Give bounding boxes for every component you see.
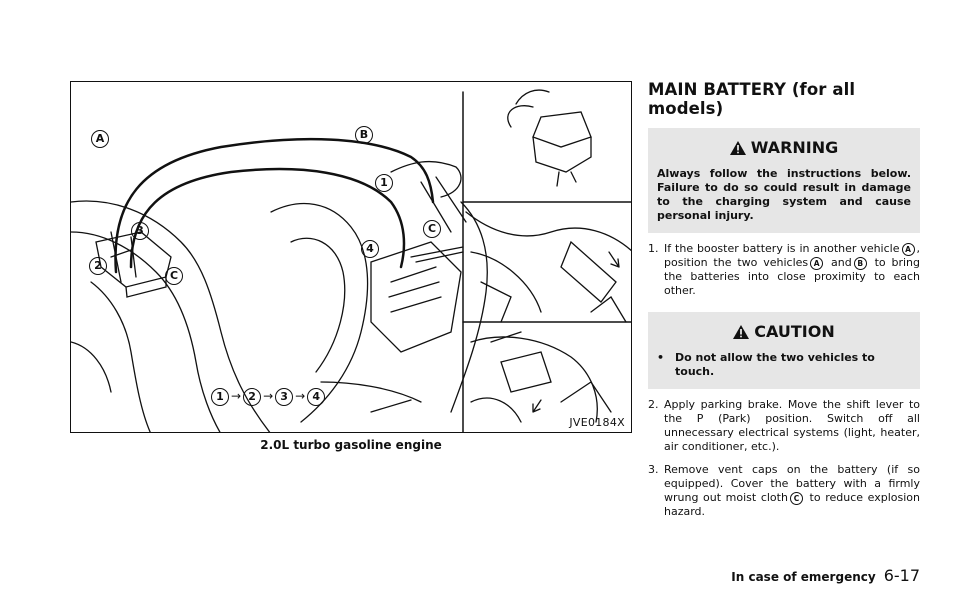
step-3-text: Remove vent caps on the battery (if so e… [664, 463, 920, 518]
step-1-number: 1. [648, 242, 659, 255]
caution-item-text: Do not allow the two vehicles to touch. [675, 351, 875, 378]
step-3-number: 3. [648, 463, 659, 476]
section-title: MAIN BATTERY (for all models) [648, 80, 856, 118]
sequence-step-4: 4 [307, 388, 326, 406]
label-b-callout: B [355, 126, 373, 144]
caution-box: CAUTION • Do not allow the two vehicles … [648, 312, 920, 389]
step-1-text: If the booster battery is in another veh… [664, 242, 920, 297]
warning-heading: WARNING [657, 138, 911, 159]
caution-heading-text: CAUTION [754, 322, 835, 341]
page-footer: In case of emergency 6-17 [731, 566, 920, 585]
engine-jumpstart-figure: A B C C 2 3 1 4 1→2→3→4 JVE0184X [70, 81, 632, 433]
terminal-2-callout: 2 [89, 257, 107, 275]
footer-section: In case of emergency [731, 570, 876, 584]
connection-sequence: 1→2→3→4 [209, 388, 327, 406]
sequence-step-2: 2 [243, 388, 262, 406]
figure-caption: 2.0L turbo gasoline engine [260, 438, 442, 452]
figure-code: JVE0184X [569, 416, 625, 429]
label-c-callout-left: C [165, 267, 183, 285]
engine-illustration [71, 89, 631, 432]
caution-icon [733, 324, 750, 343]
terminal-4-callout: 4 [361, 240, 379, 258]
caution-heading: CAUTION [657, 322, 911, 343]
step-3: 3. Remove vent caps on the battery (if s… [648, 463, 920, 519]
step-2-text: Apply parking brake. Move the shift leve… [664, 398, 920, 453]
step-2-number: 2. [648, 398, 659, 411]
label-c-callout-right: C [423, 220, 441, 238]
step-2: 2. Apply parking brake. Move the shift l… [648, 398, 920, 454]
instructions-column: MAIN BATTERY (for all models) WARNING Al… [648, 80, 920, 519]
sequence-step-3: 3 [275, 388, 294, 406]
step-1: 1. If the booster battery is in another … [648, 242, 920, 298]
page-number: 6-17 [883, 566, 920, 585]
warning-heading-text: WARNING [750, 138, 839, 157]
caution-bullet: • [657, 351, 665, 364]
caution-item: • Do not allow the two vehicles to touch… [657, 351, 911, 379]
terminal-3-callout: 3 [131, 222, 149, 240]
warning-text: Always follow the instructions below. Fa… [657, 167, 911, 222]
terminal-1-callout: 1 [375, 174, 393, 192]
sequence-step-1: 1 [211, 388, 229, 406]
ref-a-inline: A [901, 243, 915, 256]
warning-icon [729, 140, 746, 159]
warning-box: WARNING Always follow the instructions b… [648, 128, 920, 233]
label-a-callout: A [91, 130, 109, 148]
ref-a-inline: A [810, 257, 824, 270]
ref-c-inline: C [789, 492, 803, 505]
ref-b-inline: B [853, 257, 867, 270]
